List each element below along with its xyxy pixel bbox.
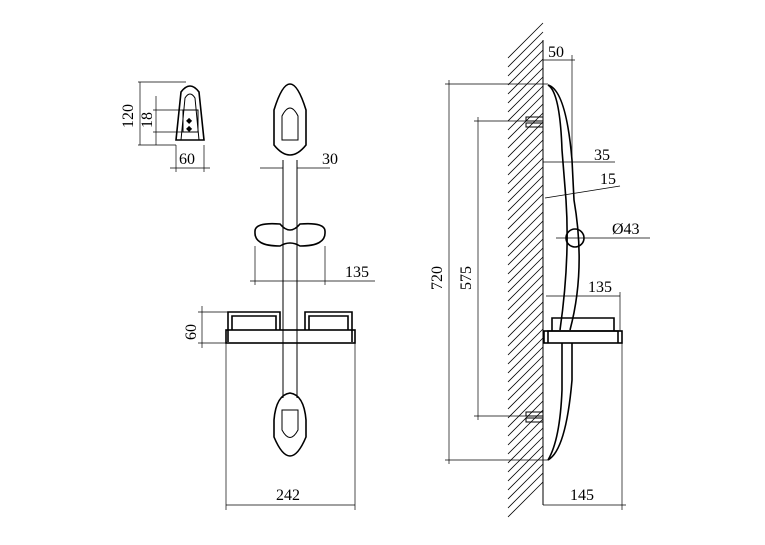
hatch-line — [507, 22, 544, 59]
dim-total-height: 720 — [429, 266, 446, 290]
hatch-line — [507, 445, 544, 482]
hatch-line — [507, 211, 544, 248]
hatch-line — [507, 94, 544, 131]
hatch-line — [507, 175, 544, 212]
dim-shelf-width: 242 — [276, 487, 300, 504]
hatch-line — [507, 391, 544, 428]
hatch-line — [507, 220, 544, 257]
dim-top-inner: 18 — [139, 112, 156, 128]
dim-offset-35: 35 — [594, 147, 610, 164]
dim-side-depth: 145 — [570, 487, 594, 504]
hatch-line — [507, 436, 544, 473]
hatch-line — [507, 139, 544, 176]
hatch-line — [507, 382, 544, 419]
hatch-line — [507, 184, 544, 221]
hatch-line — [507, 274, 544, 311]
hatch-line — [507, 76, 544, 113]
hatch-line — [507, 454, 544, 491]
hatch-line — [507, 31, 544, 68]
hatch-line — [507, 292, 544, 329]
dim-side-shelf-width: 135 — [588, 279, 612, 296]
hatch-line — [507, 256, 544, 293]
hatch-line — [507, 481, 544, 518]
dim-offset-15: 15 — [600, 171, 616, 188]
svg-text:◆: ◆ — [186, 116, 193, 125]
dim-shelf-height: 60 — [183, 324, 200, 340]
hatch-line — [507, 121, 544, 158]
hatch-line — [507, 301, 544, 338]
dim-top-width: 60 — [179, 151, 195, 168]
dim-slider-diameter: Ø43 — [612, 221, 640, 238]
hatch-line — [507, 319, 544, 356]
hatch-line — [507, 283, 544, 320]
hatch-line — [507, 427, 544, 464]
hatch-line — [507, 364, 544, 401]
svg-text:◆: ◆ — [186, 124, 193, 133]
dim-bar-diameter: 30 — [322, 151, 338, 168]
hatch-line — [507, 328, 544, 365]
hatch-line — [507, 337, 544, 374]
hatch-line — [507, 418, 544, 455]
dim-top-height: 120 — [120, 104, 137, 128]
dim-wall-offset: 50 — [548, 44, 564, 61]
hatch-line — [507, 310, 544, 347]
hatch-line — [507, 193, 544, 230]
dim-holder-width: 135 — [345, 264, 369, 281]
dim-mount-distance: 575 — [458, 266, 475, 290]
hatch-line — [507, 373, 544, 410]
hatch-line — [507, 148, 544, 185]
top-view-cap: ◆ ◆ — [138, 81, 210, 172]
hatch-line — [507, 166, 544, 203]
hatch-line — [507, 40, 544, 77]
hatch-line — [507, 247, 544, 284]
hatch-line — [507, 229, 544, 266]
front-view — [198, 83, 375, 510]
hatch-line — [507, 112, 544, 149]
hatch-line — [507, 67, 544, 104]
hatch-line — [507, 238, 544, 275]
hatch-line — [507, 157, 544, 194]
hatch-line — [507, 49, 544, 86]
hatch-line — [507, 346, 544, 383]
hatch-line — [507, 265, 544, 302]
hatch-line — [507, 58, 544, 95]
hatch-line — [507, 85, 544, 122]
side-view — [445, 55, 650, 510]
hatch-line — [507, 355, 544, 392]
wall-hatch — [507, 22, 544, 518]
hatch-line — [507, 130, 544, 167]
hatch-line — [507, 472, 544, 509]
hatch-line — [507, 202, 544, 239]
hatch-line — [507, 463, 544, 500]
